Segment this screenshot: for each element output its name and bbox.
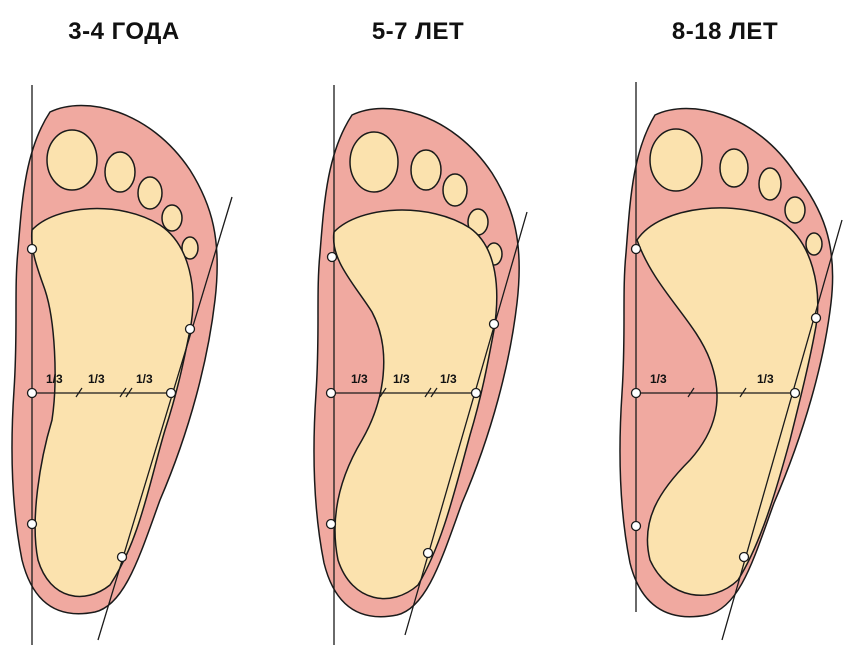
third-label: 1/3 [757,372,774,386]
big-toe [650,129,702,191]
third-label: 1/3 [46,372,63,386]
foot-panel-8-18: 1/3 1/3 [620,82,842,640]
point [424,549,433,558]
point [327,520,336,529]
point [186,325,195,334]
toe-2 [720,149,748,187]
foot-panel-5-7: 1/3 1/3 1/3 [314,85,527,645]
point [812,314,821,323]
toe-2 [105,152,135,192]
point [791,389,800,398]
foot-print [32,209,193,597]
toe-3 [138,177,162,209]
point [632,389,641,398]
third-label: 1/3 [393,372,410,386]
toe-3 [443,174,467,206]
third-label: 1/3 [136,372,153,386]
point [472,389,481,398]
point [28,245,37,254]
point [327,389,336,398]
point [118,553,127,562]
point [632,245,641,254]
toe-2 [411,150,441,190]
third-label: 1/3 [440,372,457,386]
point [490,320,499,329]
toe-4 [785,197,805,223]
big-toe [350,132,398,192]
point [167,389,176,398]
point [28,520,37,529]
point [28,389,37,398]
toe-5 [806,233,822,255]
toe-4 [162,205,182,231]
point [740,553,749,562]
point [632,522,641,531]
point [328,253,337,262]
third-label: 1/3 [88,372,105,386]
big-toe [47,130,97,190]
toe-3 [759,168,781,200]
third-label: 1/3 [351,372,368,386]
foot-panel-3-4: 1/3 1/3 1/3 [12,85,232,645]
third-label: 1/3 [650,372,667,386]
